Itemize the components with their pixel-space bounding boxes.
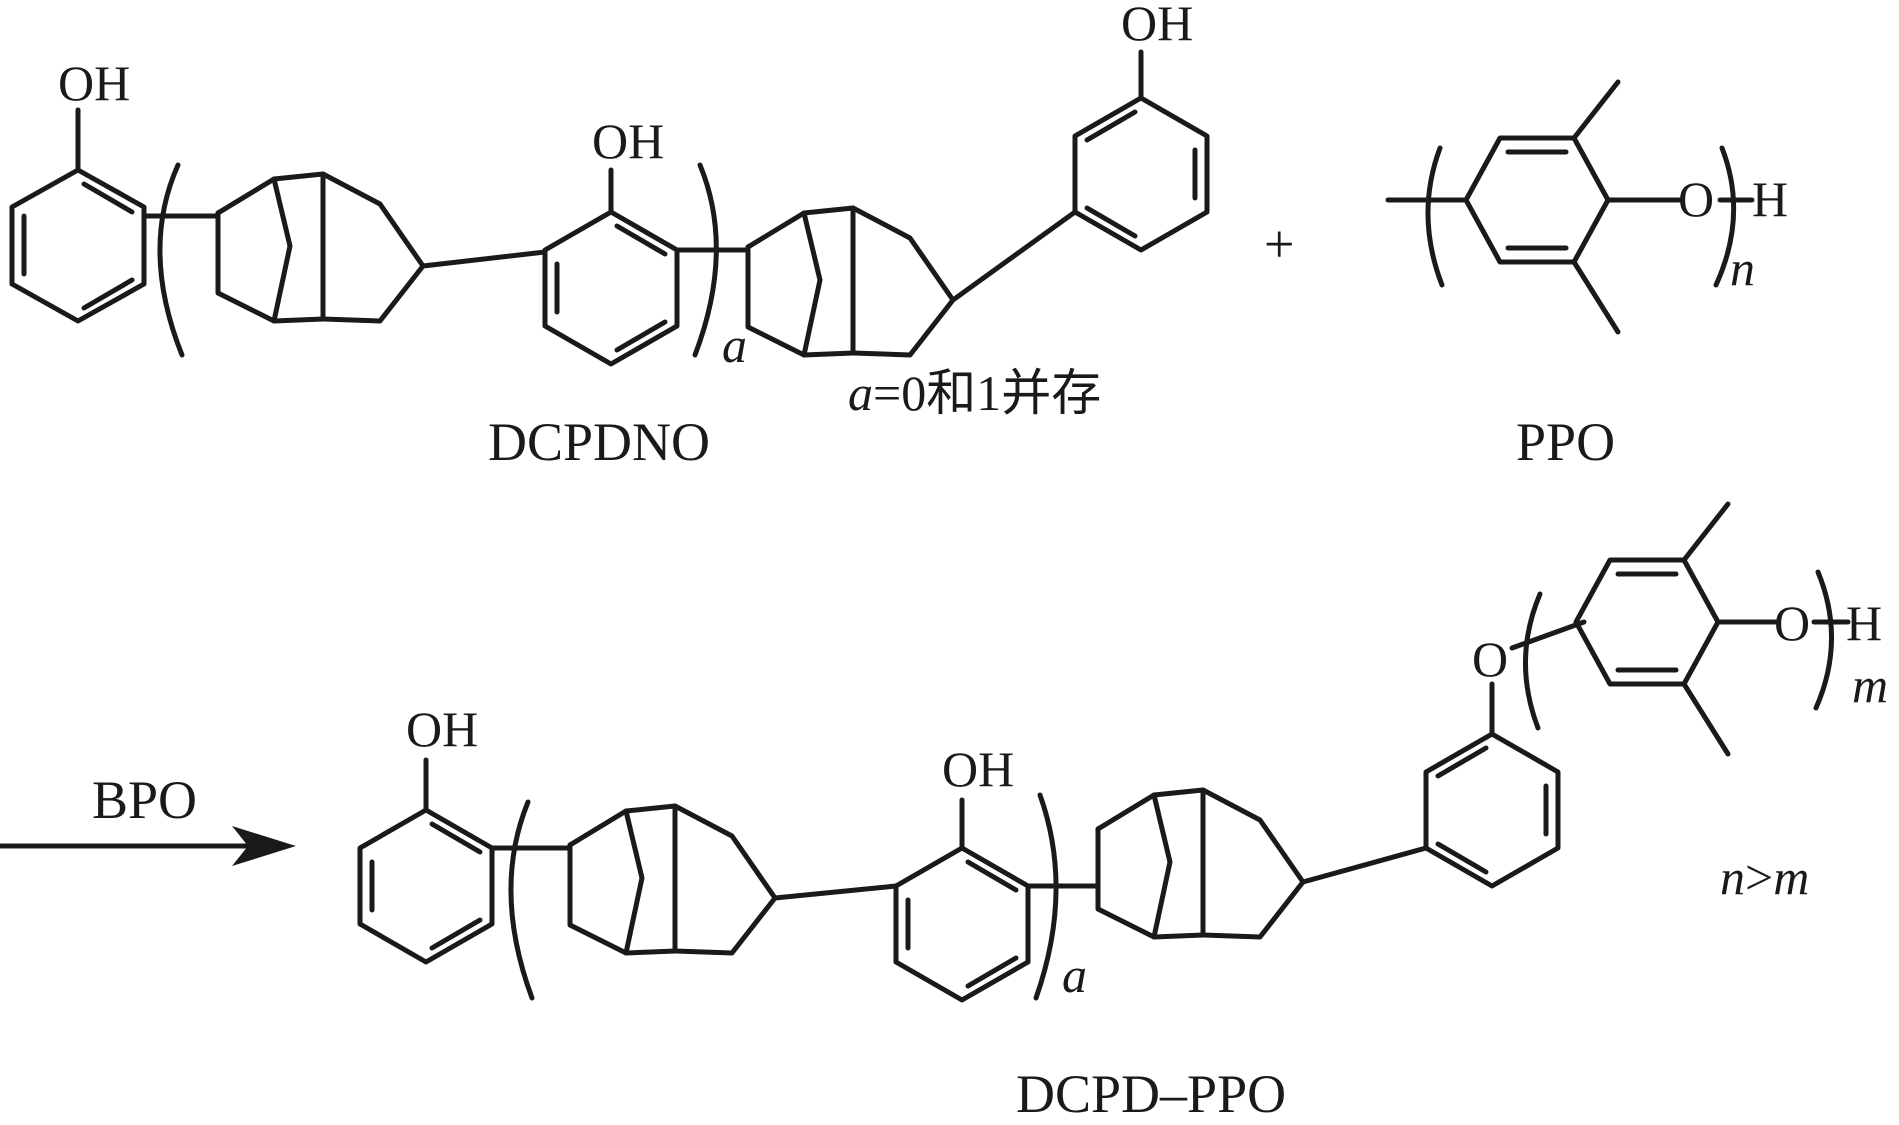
product-label: DCPD–PPO bbox=[1016, 1064, 1286, 1124]
product-chain-open-bracket bbox=[1523, 591, 1543, 731]
repeat-subscript-a: a bbox=[722, 317, 747, 373]
n-greater-m: n>m bbox=[1720, 849, 1809, 905]
relation-n: n bbox=[1720, 849, 1745, 905]
product-dcpd-unit-1 bbox=[570, 806, 775, 953]
product-close-bracket bbox=[1033, 792, 1059, 1001]
product-open-bracket bbox=[508, 799, 535, 1001]
product-chain-close-bracket bbox=[1813, 569, 1834, 711]
condition-var: a bbox=[848, 365, 873, 421]
product-terminal-oxygen: O bbox=[1774, 595, 1810, 651]
dcpd-unit-1 bbox=[218, 174, 423, 321]
ppo-structure: O H n bbox=[1385, 79, 1788, 335]
oh-label-1: OH bbox=[58, 55, 130, 111]
product-subscript-a: a bbox=[1062, 947, 1087, 1003]
ppo-subscript-n: n bbox=[1730, 240, 1755, 296]
plus-sign: + bbox=[1264, 214, 1294, 274]
product-left-phenol-ring bbox=[357, 807, 495, 965]
product-ether-oxygen: O bbox=[1472, 631, 1508, 687]
product-dcpd-unit-2 bbox=[1098, 790, 1303, 937]
left-phenol-ring bbox=[9, 167, 147, 324]
product-oh-label-1: OH bbox=[406, 701, 478, 757]
relation-m: m bbox=[1773, 849, 1809, 905]
product-structure: OH OH a O bbox=[357, 501, 1888, 1003]
product-middle-phenol-ring bbox=[893, 845, 1031, 1003]
reaction-arrow bbox=[0, 826, 296, 866]
ppo-ring bbox=[1463, 79, 1621, 335]
repeat-open-bracket bbox=[157, 162, 185, 358]
dcpdno-label: DCPDNO bbox=[488, 412, 710, 472]
product-ppo-ring bbox=[1573, 501, 1731, 757]
product-hydrogen: H bbox=[1846, 595, 1882, 651]
middle-phenol-ring bbox=[542, 209, 680, 367]
oh-label-2: OH bbox=[592, 113, 664, 169]
product-aryl-ether-ring bbox=[1423, 731, 1561, 889]
ppo-label: PPO bbox=[1516, 412, 1615, 472]
dcpdno-structure: OH OH a bbox=[9, 0, 1210, 373]
reagent-label: BPO bbox=[92, 770, 197, 830]
ppo-open-bracket bbox=[1425, 145, 1445, 288]
ppo-oxygen: O bbox=[1678, 171, 1714, 227]
relation-symbol: > bbox=[1745, 849, 1773, 905]
condition-note: a=0和1并存 bbox=[848, 365, 1101, 421]
product-subscript-m: m bbox=[1852, 657, 1888, 713]
oh-label-3: OH bbox=[1121, 0, 1193, 51]
dcpd-unit-2 bbox=[748, 208, 953, 355]
product-oh-label-2: OH bbox=[942, 741, 1014, 797]
ppo-close-bracket bbox=[1713, 145, 1737, 288]
right-phenol-ring bbox=[1072, 95, 1210, 253]
condition-rest: =0和1并存 bbox=[873, 365, 1101, 421]
repeat-close-bracket bbox=[692, 162, 719, 358]
ppo-hydrogen: H bbox=[1752, 171, 1788, 227]
